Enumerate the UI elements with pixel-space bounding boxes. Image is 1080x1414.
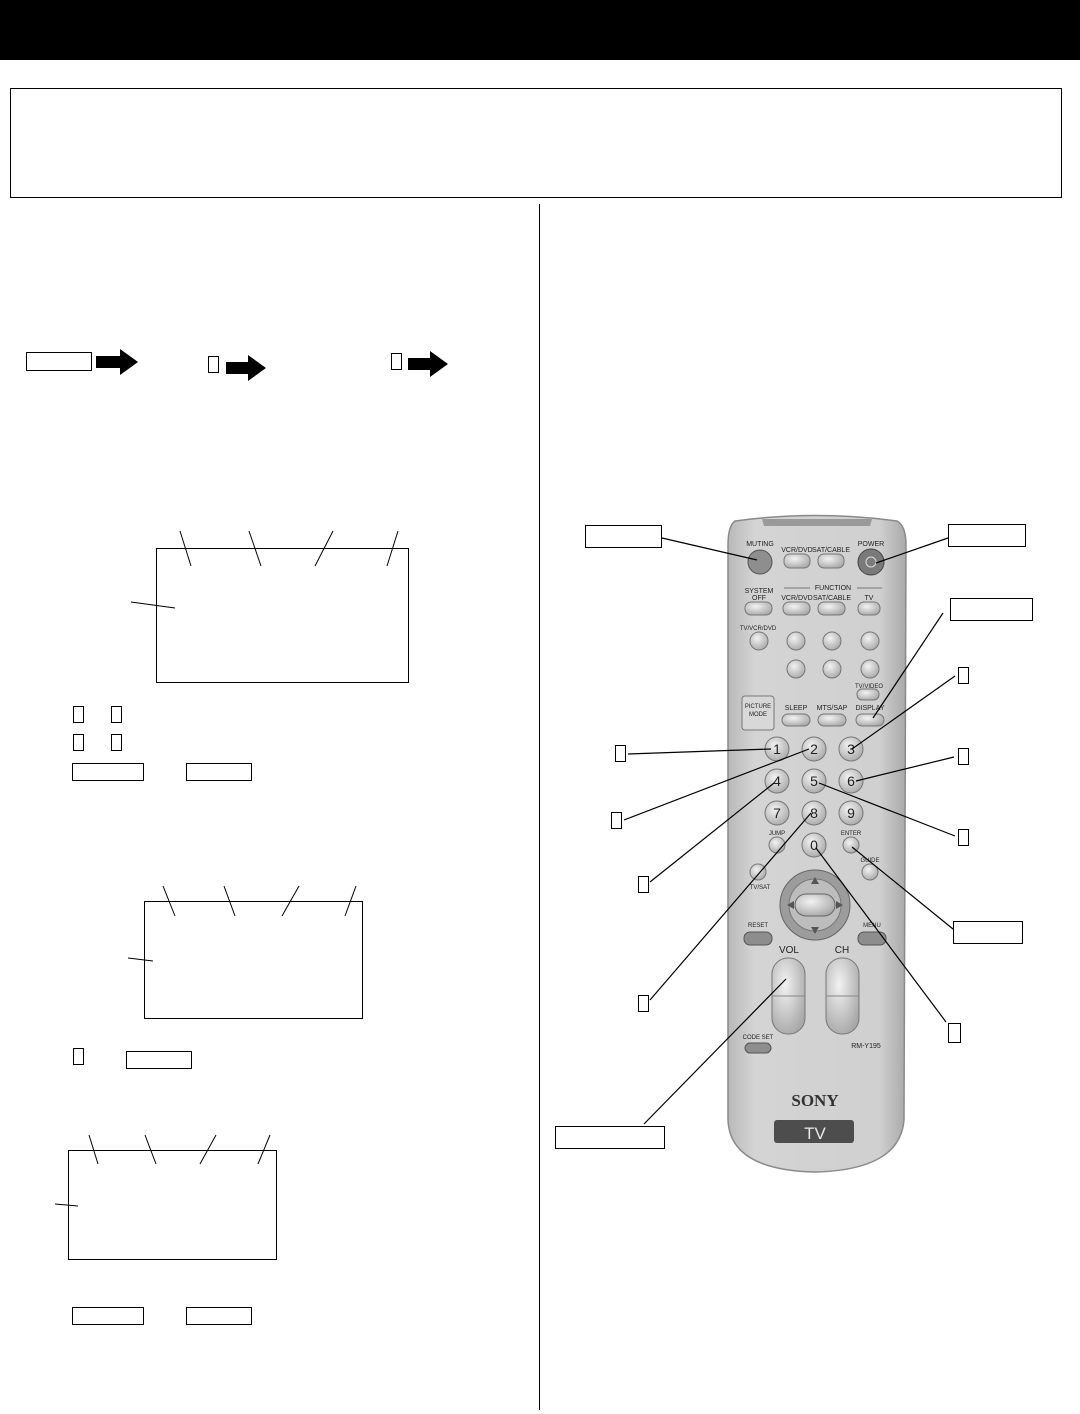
svg-text:MODE: MODE xyxy=(749,712,767,718)
callout-enter xyxy=(953,921,1023,944)
callout-key-2 xyxy=(611,812,622,829)
callout-leaders xyxy=(623,537,956,1125)
svg-text:VCR/DVD: VCR/DVD xyxy=(781,595,813,602)
callout-key-4 xyxy=(638,876,649,893)
svg-text:PICTURE: PICTURE xyxy=(745,704,771,710)
svg-text:MTS/SAP: MTS/SAP xyxy=(817,705,848,712)
button-label-box xyxy=(126,1051,192,1069)
svg-text:CODE SET: CODE SET xyxy=(743,1035,774,1041)
digit-1-label: 1 xyxy=(773,741,781,757)
digit-9-button xyxy=(838,800,864,826)
svg-text:FUNCTION: FUNCTION xyxy=(815,585,851,592)
digit-0-button xyxy=(801,832,827,858)
digit-7-button xyxy=(764,800,790,826)
digit-3-button xyxy=(838,736,864,762)
note-box xyxy=(10,88,1062,198)
digit-8-button xyxy=(801,800,827,826)
button-label-box xyxy=(186,763,252,781)
digit-8-label: 8 xyxy=(810,805,818,821)
muting-button xyxy=(747,549,773,575)
arrow-icon xyxy=(226,355,266,381)
arrow-icon xyxy=(96,349,138,375)
brand-logo: SONY xyxy=(791,1091,838,1110)
callout-key-6 xyxy=(958,748,969,765)
svg-text:SAT/CABLE: SAT/CABLE xyxy=(813,595,851,602)
column-divider xyxy=(539,204,540,1410)
screen-diagram-3 xyxy=(68,1150,277,1260)
key-box xyxy=(111,734,122,751)
callout-power xyxy=(948,524,1026,547)
key-box xyxy=(73,734,84,751)
key-box xyxy=(208,356,219,373)
svg-text:CH: CH xyxy=(835,945,849,956)
power-icon xyxy=(865,556,877,568)
svg-text:VCR/DVD: VCR/DVD xyxy=(781,547,813,554)
svg-text:OFF: OFF xyxy=(752,595,766,602)
svg-text:MENU: MENU xyxy=(863,923,881,929)
button-label-box xyxy=(72,1307,144,1325)
digit-5-label: 5 xyxy=(810,773,818,789)
tv-badge xyxy=(774,1120,854,1143)
digit-2-button xyxy=(801,736,827,762)
svg-text:TV/VCR/DVD: TV/VCR/DVD xyxy=(740,626,777,632)
arrow-icon xyxy=(408,351,448,377)
key-box xyxy=(391,353,402,370)
button-label-box xyxy=(72,763,144,781)
digit-3-label: 3 xyxy=(847,741,855,757)
callout-display xyxy=(950,598,1033,621)
callout-key-0 xyxy=(948,1023,961,1043)
svg-text:TV: TV xyxy=(865,595,874,602)
code-set-button xyxy=(744,1042,772,1054)
callout-muting xyxy=(585,525,662,548)
tv-badge-label: TV xyxy=(804,1124,826,1143)
sat-cable-button xyxy=(817,553,845,569)
digit-0-label: 0 xyxy=(810,837,818,853)
svg-text:SYSTEM: SYSTEM xyxy=(745,588,774,595)
digit-4-button xyxy=(764,768,790,794)
digit-7-label: 7 xyxy=(773,805,781,821)
callout-key-5 xyxy=(958,829,969,846)
svg-text:RESET: RESET xyxy=(748,923,768,929)
callout-key-3 xyxy=(958,667,969,684)
vcr-dvd-button xyxy=(783,553,811,569)
svg-text:TV/SAT: TV/SAT xyxy=(750,885,771,891)
svg-text:SAT/CABLE: SAT/CABLE xyxy=(812,547,850,554)
model-label: RM-Y195 xyxy=(851,1043,881,1050)
digit-5-button xyxy=(801,768,827,794)
key-box xyxy=(111,706,122,723)
screen-diagram-2 xyxy=(144,901,363,1019)
callout-volume xyxy=(555,1126,665,1149)
digit-pad xyxy=(764,736,864,858)
power-label: POWER xyxy=(858,541,884,548)
svg-text:ENTER: ENTER xyxy=(841,831,862,837)
select-button xyxy=(794,893,836,917)
digit-9-label: 9 xyxy=(847,805,855,821)
svg-text:SLEEP: SLEEP xyxy=(785,705,808,712)
svg-text:JUMP: JUMP xyxy=(769,831,785,837)
digit-2-label: 2 xyxy=(810,741,818,757)
digit-6-label: 6 xyxy=(847,773,855,789)
screen-diagram-1 xyxy=(156,548,409,683)
muting-label: MUTING xyxy=(746,541,774,548)
svg-text:TV/VIDEO: TV/VIDEO xyxy=(855,684,883,690)
digit-6-button xyxy=(838,768,864,794)
svg-text:VOL: VOL xyxy=(779,945,799,956)
power-button xyxy=(857,548,885,576)
key-box xyxy=(73,706,84,723)
key-box xyxy=(73,1048,84,1065)
header-bar xyxy=(0,0,1080,60)
step-label-box xyxy=(26,352,92,371)
display-label: DISPLAY xyxy=(855,705,884,712)
button-label-box xyxy=(186,1307,252,1325)
callout-key-8 xyxy=(638,995,649,1012)
digit-4-label: 4 xyxy=(773,773,781,789)
callout-key-1 xyxy=(615,745,626,762)
